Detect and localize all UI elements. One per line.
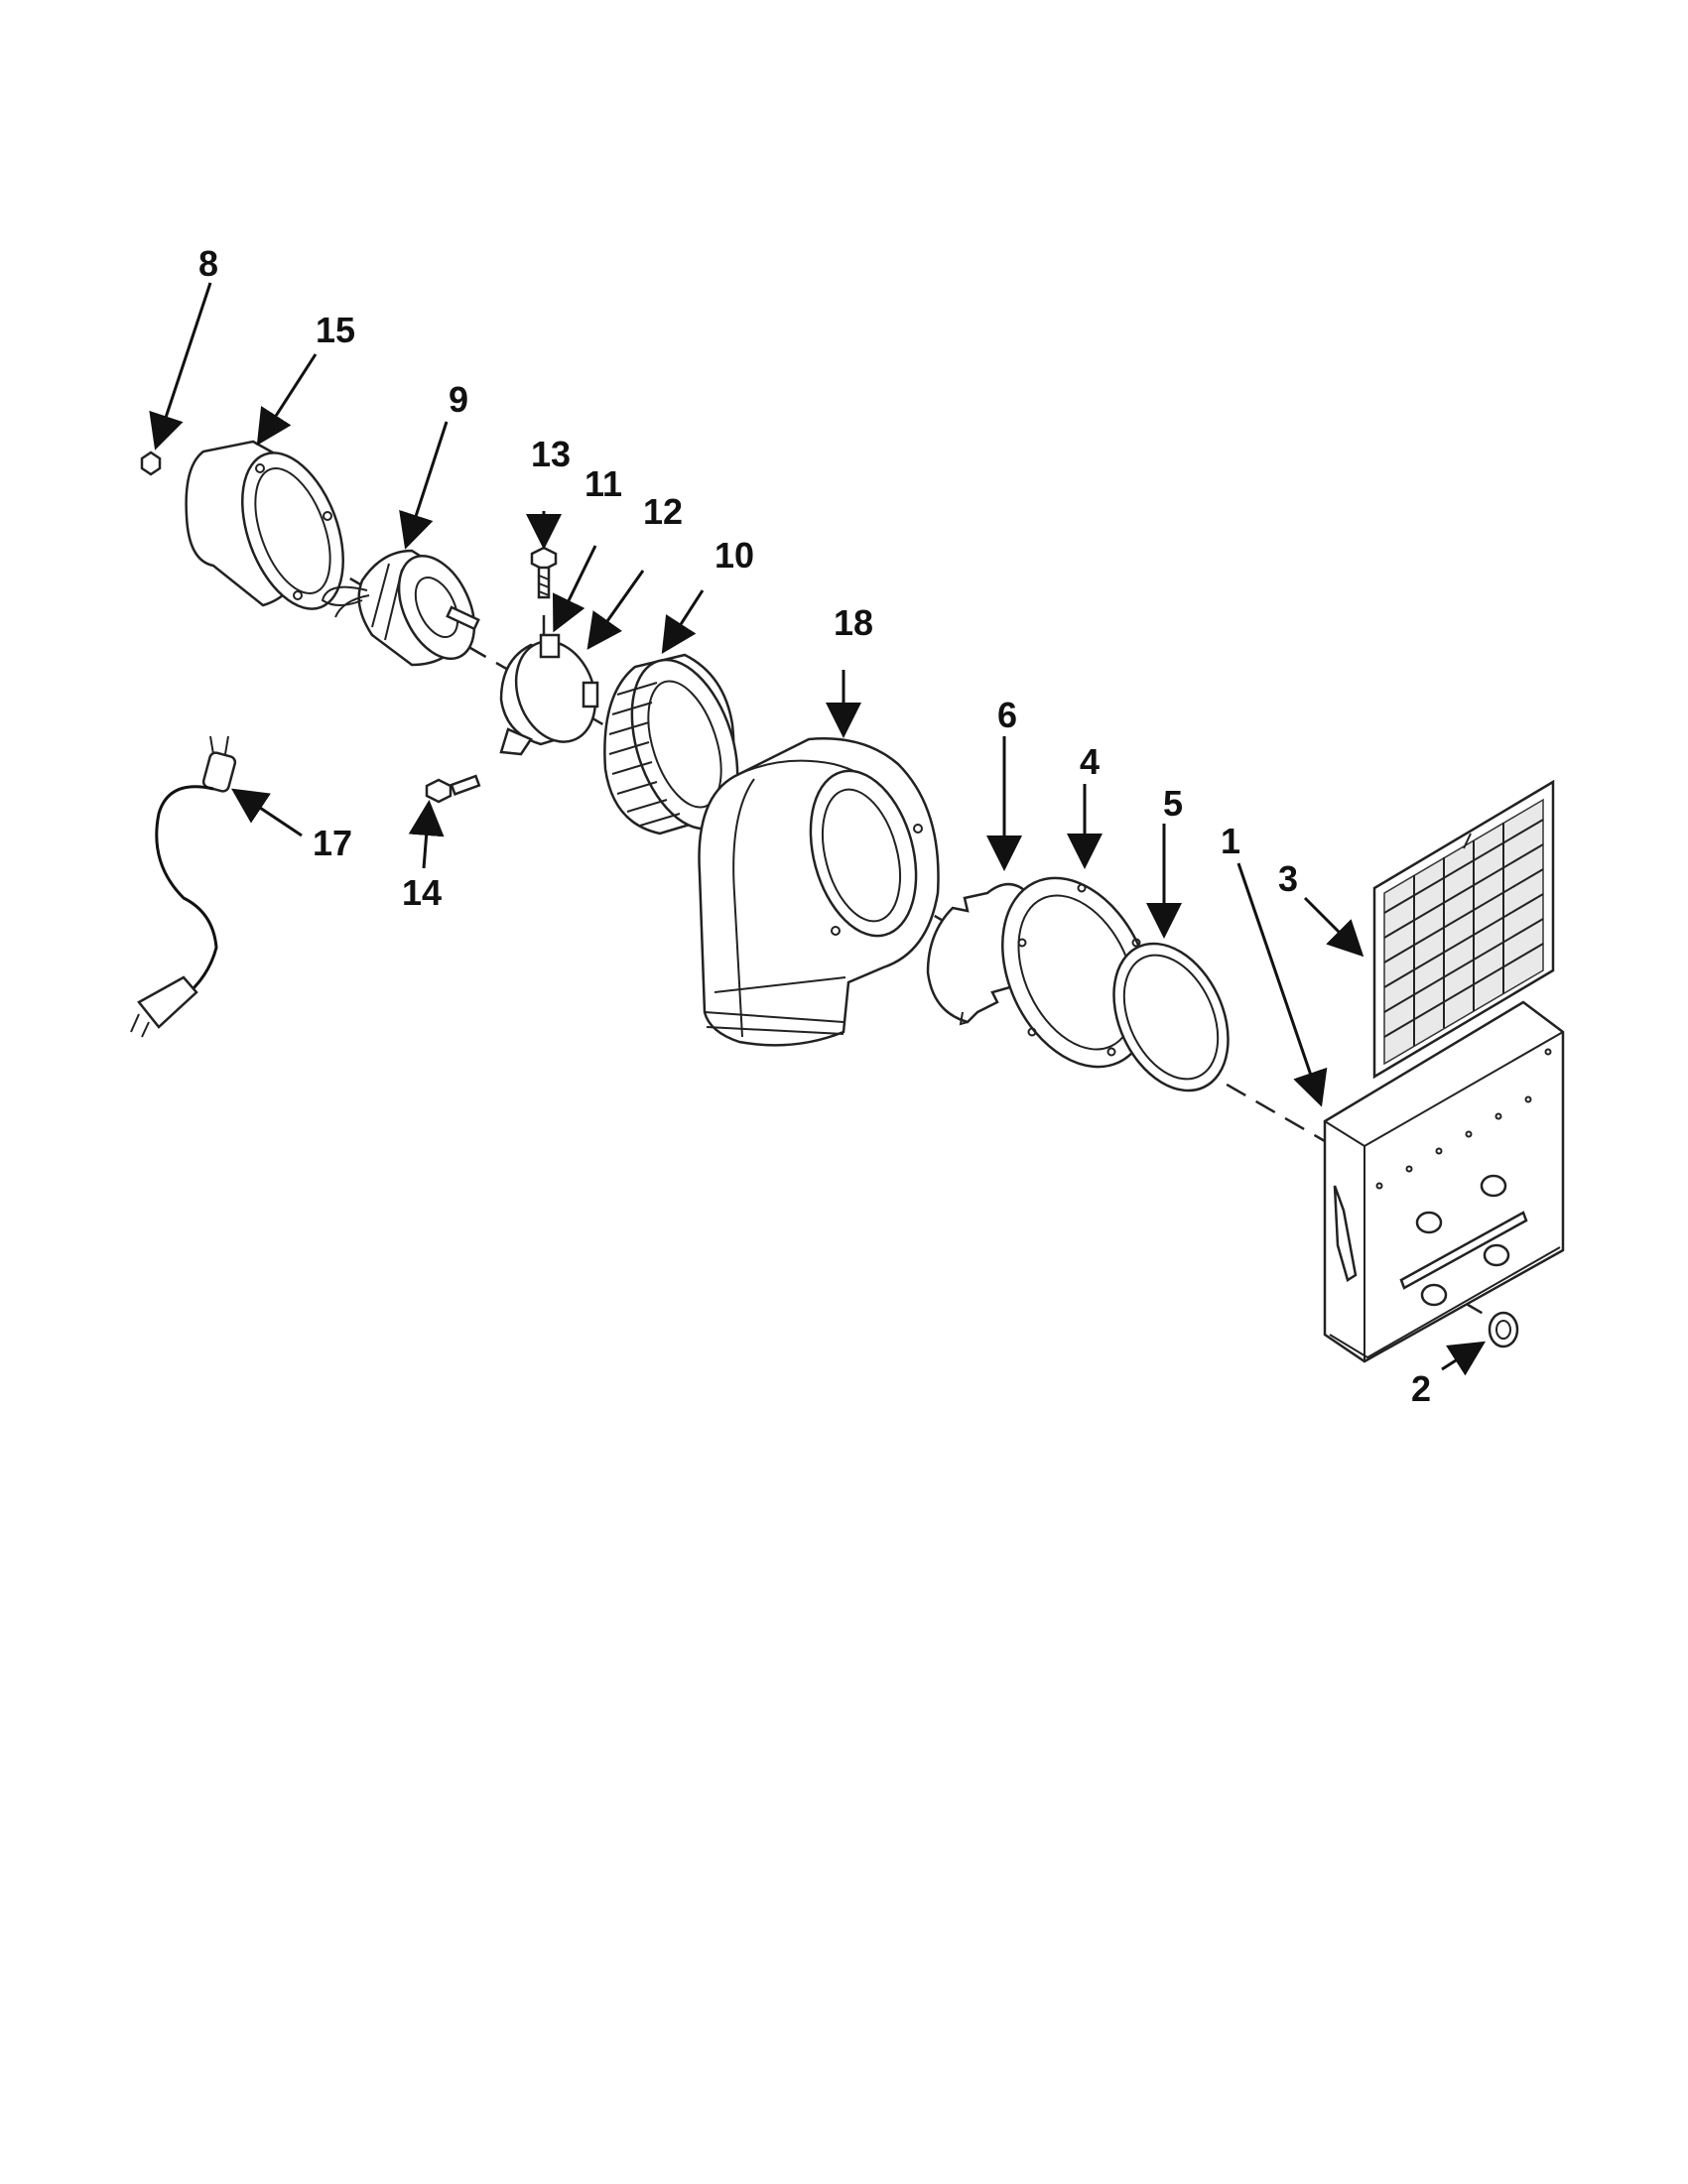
callout-4: 4 <box>1080 741 1100 782</box>
callout-8: 8 <box>198 243 218 284</box>
callout-12: 12 <box>643 491 683 532</box>
part-18-blower-housing[interactable] <box>698 737 940 1047</box>
part-1-housing-box[interactable] <box>1323 1000 1565 1363</box>
part-2-grommet[interactable] <box>1488 1311 1519 1349</box>
callout-15: 15 <box>316 310 355 350</box>
part-11-12-motor-bracket[interactable] <box>499 630 608 756</box>
part-9-motor[interactable] <box>321 544 489 671</box>
part-10-blower-wheel[interactable] <box>603 646 756 841</box>
part-8-nut[interactable] <box>140 450 162 476</box>
callout-5: 5 <box>1163 783 1183 824</box>
part-14-screw[interactable] <box>425 774 481 804</box>
callout-10: 10 <box>714 535 754 576</box>
callout-1: 1 <box>1221 821 1240 861</box>
callout-6: 6 <box>997 695 1017 735</box>
callout-2: 2 <box>1411 1368 1431 1409</box>
callout-14: 14 <box>402 872 442 913</box>
callout-3: 3 <box>1278 858 1298 899</box>
part-5-gasket[interactable] <box>1092 925 1250 1108</box>
part-4-flange-ring[interactable] <box>974 854 1180 1092</box>
part-3-filter[interactable] <box>1372 779 1555 1080</box>
part-15-motor-mount[interactable] <box>185 440 363 623</box>
callout-13: 13 <box>531 434 571 474</box>
part-17-power-cord[interactable] <box>130 735 237 1038</box>
callout-11: 11 <box>584 463 622 504</box>
leader-lines <box>149 282 1487 1376</box>
callout-17: 17 <box>313 823 352 863</box>
callout-labels: 8 15 9 13 11 12 10 18 6 4 5 1 3 17 14 2 <box>198 243 1431 1409</box>
callout-9: 9 <box>449 379 468 420</box>
callout-18: 18 <box>834 602 873 643</box>
part-13-screw[interactable] <box>530 546 558 599</box>
